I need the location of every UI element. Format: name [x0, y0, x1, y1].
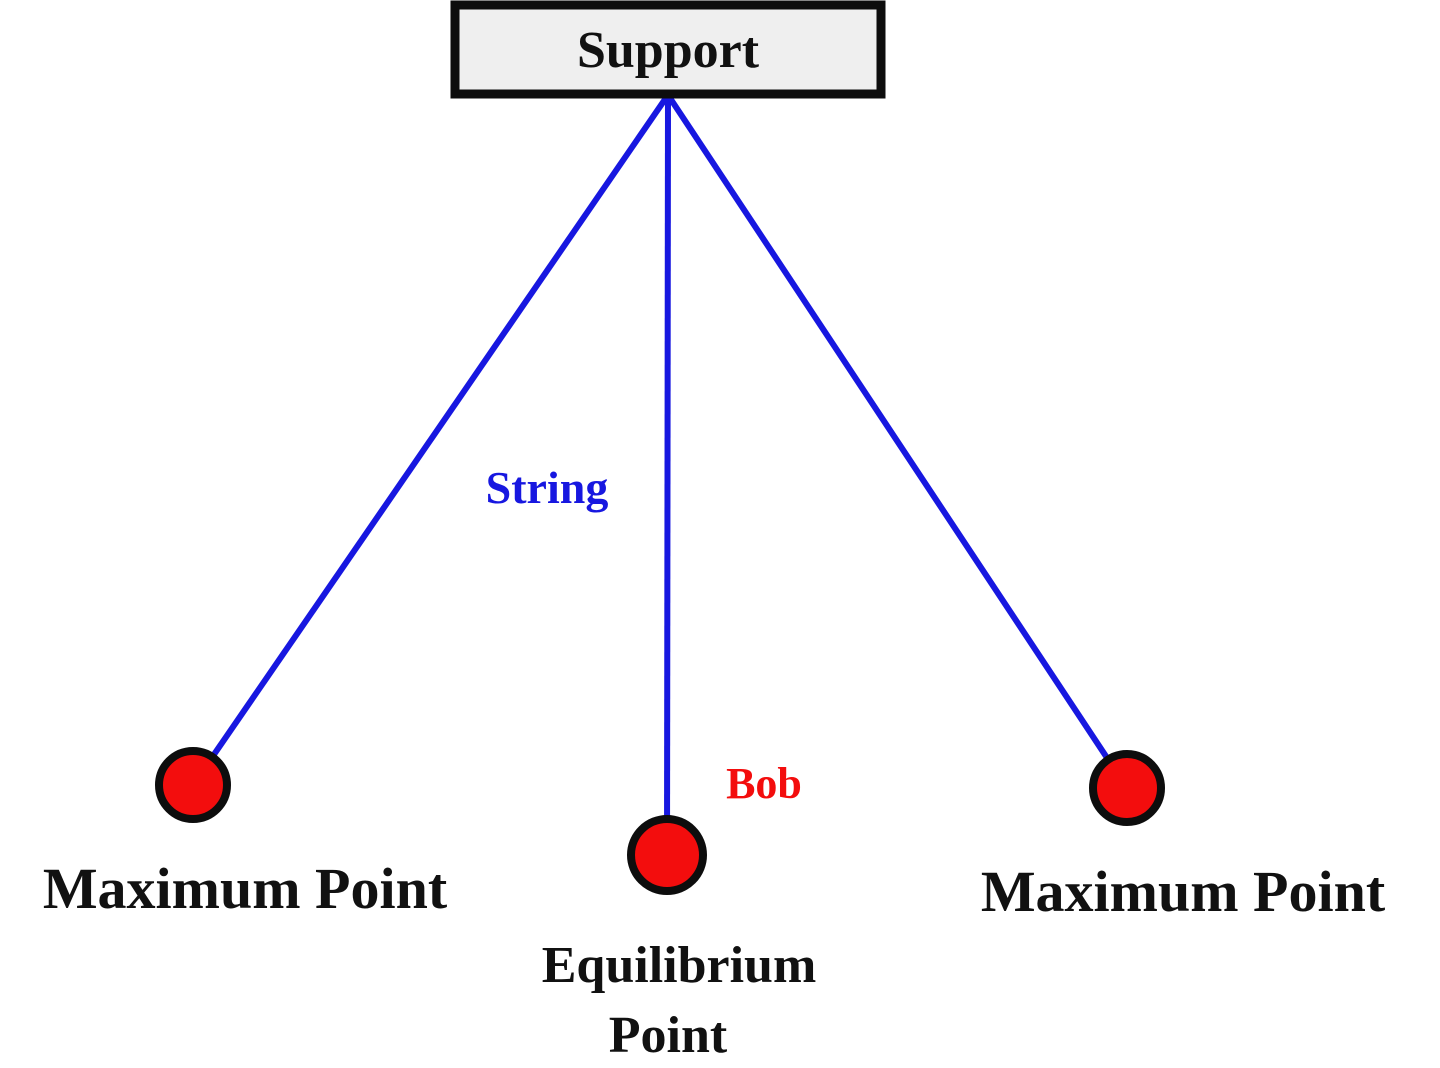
right-maximum-point-label: Maximum Point	[981, 859, 1386, 924]
support-box	[450, 0, 886, 99]
support-label: Support	[577, 22, 760, 79]
bob-label: Bob	[726, 759, 802, 808]
string-right-max	[665, 93, 1130, 790]
bob-equilibrium	[627, 815, 707, 895]
left-maximum-point-label: Maximum Point	[43, 856, 448, 921]
bob-left-max	[155, 747, 231, 823]
equilibrium-point-label-line2: Point	[609, 1007, 728, 1064]
bob-right-max	[1089, 750, 1165, 826]
string-equilibrium	[664, 94, 671, 856]
string-left-max	[190, 93, 671, 787]
string-label: String	[486, 462, 609, 513]
equilibrium-point-label-line1: Equilibrium	[542, 937, 817, 994]
